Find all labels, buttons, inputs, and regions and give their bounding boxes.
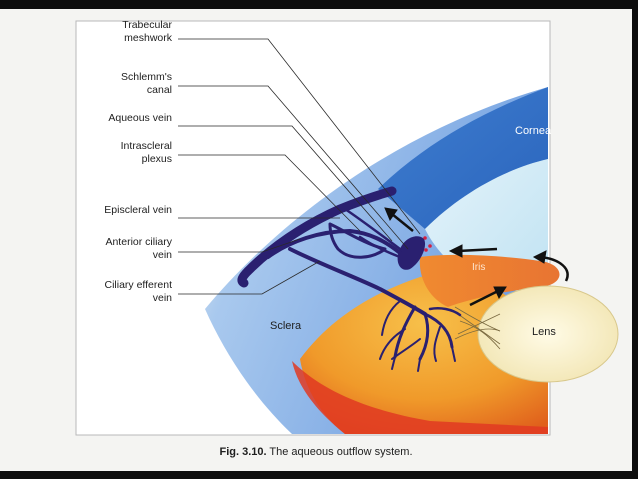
label-schlemms-canal: Schlemm's canal bbox=[121, 71, 172, 97]
caption-fig-number: Fig. 3.10. bbox=[219, 446, 267, 458]
label-episcleral-vein: Episcleral vein bbox=[104, 204, 172, 217]
ciliary-efferent-vein bbox=[288, 247, 427, 316]
label-intrascleral-plexus: Intrascleral plexus bbox=[121, 140, 172, 166]
flow-arrows bbox=[384, 207, 569, 307]
anterior-ciliary-vein bbox=[266, 229, 402, 259]
label-lens: Lens bbox=[532, 326, 556, 338]
figure-page: Trabecular meshwork Schlemm's canal Aque… bbox=[0, 9, 632, 471]
label-trabecular-meshwork: Trabecular meshwork bbox=[122, 19, 172, 45]
label-anterior-ciliary-vein-line-1: Anterior ciliary bbox=[105, 236, 172, 248]
veins bbox=[237, 186, 462, 372]
label-anterior-ciliary-vein: Anterior ciliary vein bbox=[105, 236, 172, 262]
label-ciliary-efferent-vein: Ciliary efferent vein bbox=[104, 279, 172, 305]
label-trabecular-meshwork-line-2: meshwork bbox=[124, 32, 172, 44]
zonule-fibers bbox=[454, 306, 501, 350]
label-aqueous-vein: Aqueous vein bbox=[108, 112, 172, 125]
intrascleral-plexus bbox=[328, 222, 387, 259]
label-ciliary-efferent-vein-line-2: vein bbox=[152, 292, 172, 304]
ciliary-rim bbox=[292, 361, 548, 434]
label-schlemms-canal-line-1: Schlemm's bbox=[120, 71, 172, 83]
label-iris: Iris bbox=[472, 262, 486, 273]
label-intrascleral-plexus-line-2: plexus bbox=[141, 153, 172, 165]
aqueous-vein bbox=[343, 207, 402, 251]
label-episcleral-vein-line-1: Episcleral vein bbox=[104, 204, 172, 216]
lens-shape bbox=[477, 285, 619, 383]
label-cornea: Cornea bbox=[515, 125, 552, 137]
leader-lines bbox=[178, 38, 421, 295]
label-intrascleral-plexus-line-1: Intrascleral bbox=[120, 140, 172, 152]
label-schlemms-canal-line-2: canal bbox=[146, 84, 172, 96]
eye-diagram bbox=[75, 20, 619, 436]
label-sclera: Sclera bbox=[270, 320, 302, 332]
caption-text: The aqueous outflow system. bbox=[269, 446, 413, 458]
figure-caption: Fig. 3.10. The aqueous outflow system. bbox=[0, 446, 632, 458]
episcleral-vein bbox=[243, 186, 397, 276]
label-aqueous-vein-line-1: Aqueous vein bbox=[108, 112, 172, 124]
label-anterior-ciliary-vein-line-2: vein bbox=[152, 249, 172, 261]
iris-shape bbox=[419, 254, 560, 307]
cornea-region bbox=[378, 87, 548, 229]
label-trabecular-meshwork-line-1: Trabecular bbox=[122, 19, 172, 31]
label-ciliary-efferent-vein-line-1: Ciliary efferent bbox=[104, 279, 172, 291]
